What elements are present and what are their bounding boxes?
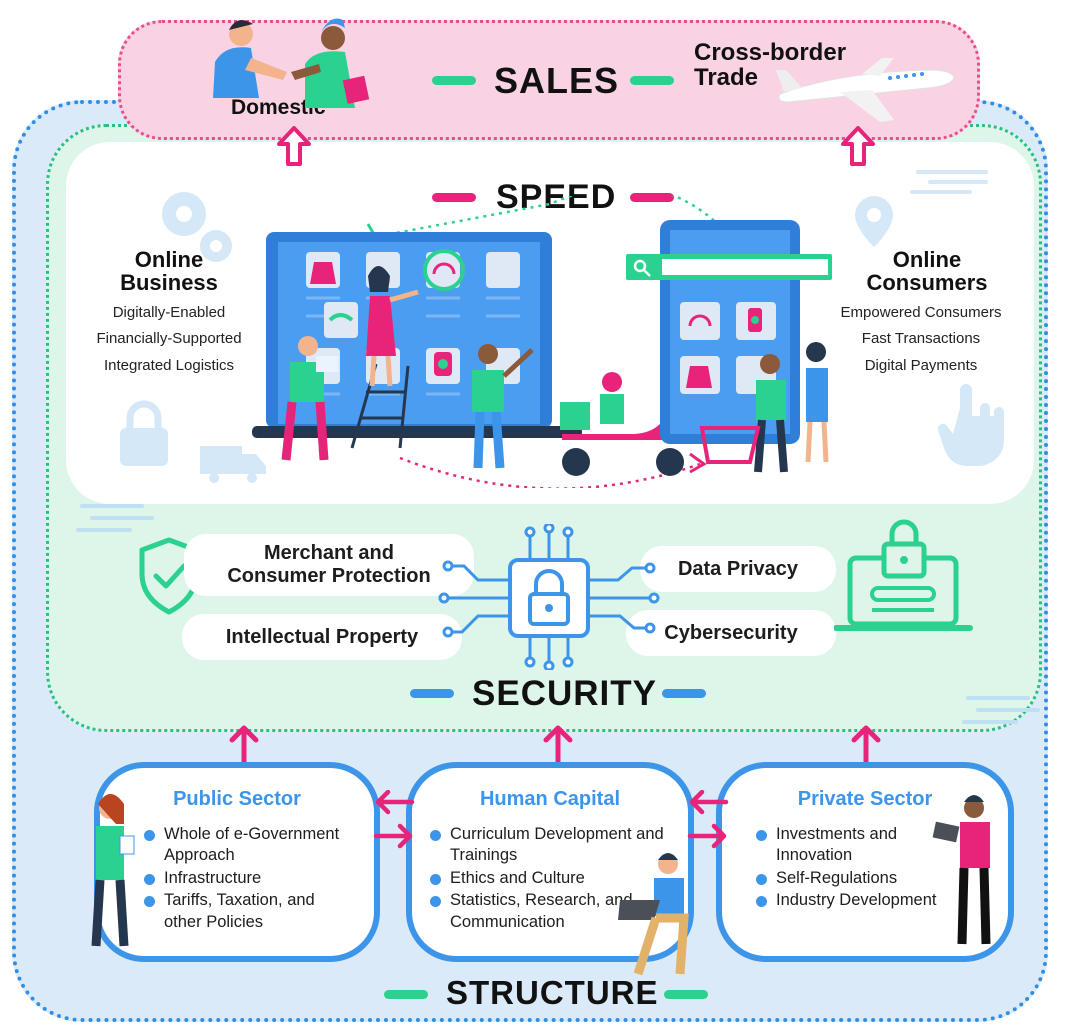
structure-up-arrow-right [851, 725, 881, 764]
online-business-title: Online Business [98, 248, 240, 294]
list-item: Tariffs, Taxation, and other Policies [144, 890, 354, 933]
airplane-illustration [776, 58, 955, 122]
private-sector-title: Private Sector [797, 788, 933, 810]
security-dash-right [662, 689, 706, 698]
speed-dash-left [432, 193, 476, 202]
gear-icon [162, 192, 232, 262]
sales-dash-right [630, 76, 674, 85]
speed-dash-right [630, 193, 674, 202]
security-title: SECURITY [472, 674, 657, 713]
public-sector-title: Public Sector [173, 788, 301, 810]
online-business-item: Integrated Logistics [103, 356, 235, 374]
online-consumers-item: Fast Transactions [861, 330, 981, 348]
human-capital-man-laptop-illustration [618, 853, 689, 976]
online-business-item: Digitally-Enabled [112, 304, 226, 321]
online-business-title-line-2: Business [120, 270, 218, 296]
online-business-item: Financially-Supported [96, 330, 242, 348]
list-item: Statistics, Research, and Communication [430, 890, 670, 933]
list-item: Ethics and Culture [430, 868, 670, 889]
structure-dash-left [384, 990, 428, 999]
merchant-pill-line-2: Consumer Protection [227, 565, 431, 587]
online-consumers-item: Empowered Consumers [840, 304, 1002, 321]
list-item: Infrastructure [144, 868, 354, 889]
human-capital-title: Human Capital [479, 788, 621, 810]
hand-tap-background-icon [937, 384, 1004, 466]
cross-border-line-2: Trade [694, 64, 759, 92]
online-consumers-title: Online Consumers [842, 248, 1012, 294]
online-consumers-item: Digital Payments [864, 356, 978, 374]
public-sector-list: Whole of e-Government Approach Infrastru… [144, 824, 354, 934]
location-pin-icon [855, 196, 893, 247]
cybersecurity-pill: Cybersecurity [626, 610, 836, 656]
structure-up-arrow-left [229, 725, 259, 764]
list-item: Self-Regulations [756, 868, 956, 889]
lock-background-icon [120, 400, 168, 466]
online-business-list: Digitally-Enabled Financially-Supported … [72, 300, 266, 379]
list-item: Whole of e-Government Approach [144, 824, 354, 867]
speed-lines-decor [910, 170, 988, 194]
merchant-consumer-protection-pill: Merchant and Consumer Protection [184, 534, 474, 596]
sales-dash-left [432, 76, 476, 85]
private-sector-list: Investments and Innovation Self-Regulati… [756, 824, 956, 913]
truck-background-icon [200, 446, 266, 483]
sales-up-arrow-right [841, 126, 875, 166]
laptop-lock-icon [834, 519, 973, 631]
online-business-title-line-1: Online [134, 247, 204, 272]
lines-decor-left [76, 504, 154, 532]
handshake-people-illustration [213, 18, 370, 108]
public-sector-box: Public Sector Whole of e-Government Appr… [94, 762, 380, 962]
structure-title: STRUCTURE [446, 974, 659, 1011]
online-consumers-title-line-2: Consumers [866, 270, 988, 296]
cross-border-line-1: Cross-border [694, 39, 847, 66]
human-capital-list: Curriculum Development and Trainings Eth… [430, 824, 670, 934]
arrows-human-private [687, 790, 729, 849]
human-capital-box: Human Capital Curriculum Development and… [406, 762, 694, 962]
sales-band [118, 20, 980, 140]
list-item: Industry Development [756, 890, 956, 911]
intellectual-property-pill: Intellectual Property [182, 614, 462, 660]
online-consumers-title-line-1: Online [892, 247, 962, 272]
arrows-public-human [373, 790, 415, 849]
structure-dash-right [664, 990, 708, 999]
sales-up-arrow-left [277, 126, 311, 166]
structure-up-arrow-center [543, 725, 573, 764]
private-sector-man-illustration [932, 795, 991, 945]
security-dash-left [410, 689, 454, 698]
data-privacy-pill: Data Privacy [640, 546, 836, 592]
list-item: Investments and Innovation [756, 824, 956, 867]
domestic-label: Domestic [231, 96, 326, 119]
online-consumers-list: Empowered Consumers Fast Transactions Di… [818, 300, 1024, 379]
ecommerce-illustration [252, 196, 832, 488]
lines-decor-right [962, 696, 1040, 724]
merchant-pill-line-1: Merchant and [263, 542, 394, 564]
sales-title: SALES [494, 60, 620, 101]
list-item: Curriculum Development and Trainings [430, 824, 670, 867]
public-sector-woman-illustration [91, 794, 135, 947]
circuit-lock-icon [438, 524, 660, 670]
cross-border-label: Cross-border Trade [694, 39, 847, 92]
